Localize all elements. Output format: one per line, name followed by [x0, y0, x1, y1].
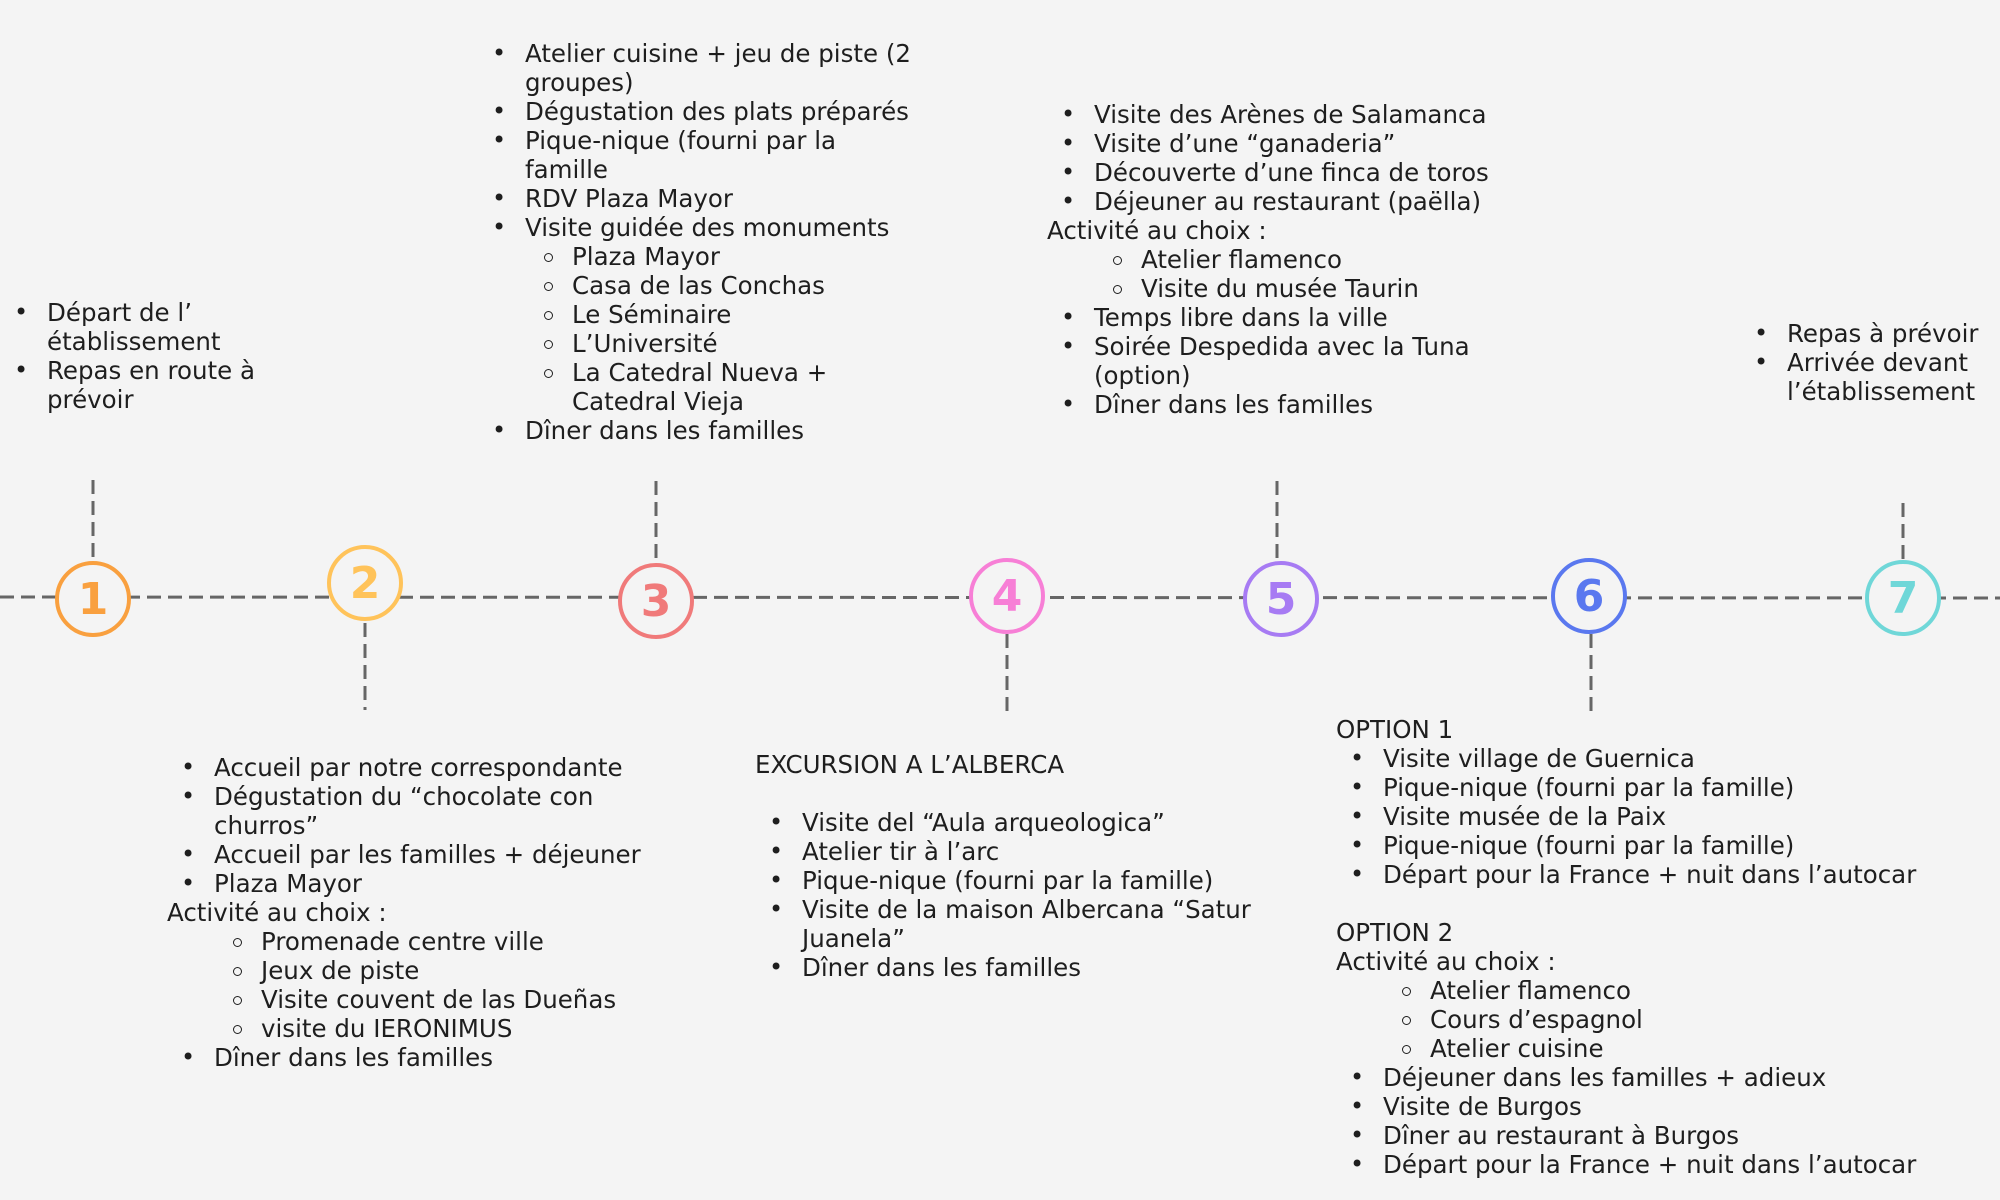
day3-list: Atelier cuisine + jeu de piste (2 groupe… — [478, 39, 938, 445]
list-item: Dîner dans les familles — [1047, 390, 1517, 419]
list-item: Atelier cuisine + jeu de piste (2 groupe… — [478, 39, 938, 97]
list-item: Départ pour la France + nuit dans l’auto… — [1336, 1150, 1956, 1179]
list-item: Visite musée de la Paix — [1336, 802, 1956, 831]
step-badge-5: 5 — [1243, 561, 1319, 637]
sub-list-item: Le Séminaire — [478, 300, 938, 329]
spacer — [1336, 889, 1956, 918]
list-item: Déjeuner au restaurant (paëlla) — [1047, 187, 1517, 216]
list-item: Temps libre dans la ville — [1047, 303, 1517, 332]
list-item: Accueil par les familles + déjeuner — [167, 840, 687, 869]
step-badge-3: 3 — [618, 563, 694, 639]
list-item: RDV Plaza Mayor — [478, 184, 938, 213]
sub-list-item: visite du IERONIMUS — [167, 1014, 687, 1043]
day6-list: OPTION 1 Visite village de Guernica Piqu… — [1336, 715, 1956, 1179]
step-badge-2: 2 — [327, 545, 403, 621]
list-item: Pique-nique (fourni par la famille) — [1336, 831, 1956, 860]
sub-list-item: Visite du musée Taurin — [1047, 274, 1517, 303]
spacer — [755, 779, 1275, 808]
sub-list-item: Plaza Mayor — [478, 242, 938, 271]
step-badge-1: 1 — [55, 561, 131, 637]
sub-list-item: Jeux de piste — [167, 956, 687, 985]
day4-list: EXCURSION A L’ALBERCA Visite del “Aula a… — [755, 750, 1275, 982]
list-item: Repas à prévoir — [1740, 319, 1995, 348]
list-item: Dîner au restaurant à Burgos — [1336, 1121, 1956, 1150]
list-item: Découverte d’une finca de toros — [1047, 158, 1517, 187]
list-item: Départ pour la France + nuit dans l’auto… — [1336, 860, 1956, 889]
list-item: Départ de l’ établissement — [0, 298, 280, 356]
option2-label: OPTION 2 — [1336, 918, 1454, 947]
sub-list-item: Visite couvent de las Dueñas — [167, 985, 687, 1014]
list-item: Dégustation du “chocolate con churros” — [167, 782, 687, 840]
excursion-heading: EXCURSION A L’ALBERCA — [755, 750, 1065, 779]
list-item: Dîner dans les familles — [478, 416, 938, 445]
list-item: Pique-nique (fourni par la famille) — [755, 866, 1275, 895]
list-item: Accueil par notre correspondante — [167, 753, 687, 782]
list-item: Visite village de Guernica — [1336, 744, 1956, 773]
day7-list: Repas à prévoir Arrivée devant l’établis… — [1740, 319, 1995, 406]
sub-list-item: Atelier flamenco — [1336, 976, 1956, 1005]
choice-label: Activité au choix : — [167, 898, 387, 927]
day2-list: Accueil par notre correspondante Dégusta… — [167, 753, 687, 1072]
list-item: Soirée Despedida avec la Tuna (option) — [1047, 332, 1504, 390]
list-item: Plaza Mayor — [167, 869, 687, 898]
step-badge-6: 6 — [1551, 558, 1627, 634]
list-item: Déjeuner dans les familles + adieux — [1336, 1063, 1956, 1092]
choice-label: Activité au choix : — [1336, 947, 1556, 976]
list-item: Visite d’une “ganaderia” — [1047, 129, 1517, 158]
list-item: Visite de la maison Albercana “Satur Jua… — [755, 895, 1272, 953]
sub-list-item: La Catedral Nueva + Catedral Vieja — [478, 358, 872, 416]
list-item: Atelier tir à l’arc — [755, 837, 1275, 866]
day5-list: Visite des Arènes de Salamanca Visite d’… — [1047, 100, 1517, 419]
list-item: Visite des Arènes de Salamanca — [1047, 100, 1517, 129]
list-item: Dîner dans les familles — [755, 953, 1275, 982]
sub-list-item: Atelier cuisine — [1336, 1034, 1956, 1063]
sub-list-item: L’Université — [478, 329, 938, 358]
list-item: Dîner dans les familles — [167, 1043, 687, 1072]
step-badge-7: 7 — [1865, 560, 1941, 636]
sub-list-item: Promenade centre ville — [167, 927, 687, 956]
list-item: Visite guidée des monuments — [478, 213, 938, 242]
option1-label: OPTION 1 — [1336, 715, 1454, 744]
sub-list-item: Casa de las Conchas — [478, 271, 938, 300]
list-item: Visite del “Aula arqueologica” — [755, 808, 1275, 837]
list-item: Pique-nique (fourni par la famille) — [1336, 773, 1956, 802]
list-item: Pique-nique (fourni par la famille — [478, 126, 855, 184]
choice-label: Activité au choix : — [1047, 216, 1267, 245]
day1-list: Départ de l’ établissement Repas en rout… — [0, 298, 280, 414]
step-badge-4: 4 — [969, 558, 1045, 634]
list-item: Arrivée devant l’établissement — [1740, 348, 1995, 406]
sub-list-item: Cours d’espagnol — [1336, 1005, 1956, 1034]
list-item: Dégustation des plats préparés — [478, 97, 938, 126]
sub-list-item: Atelier flamenco — [1047, 245, 1517, 274]
list-item: Visite de Burgos — [1336, 1092, 1956, 1121]
list-item: Repas en route à prévoir — [0, 356, 280, 414]
